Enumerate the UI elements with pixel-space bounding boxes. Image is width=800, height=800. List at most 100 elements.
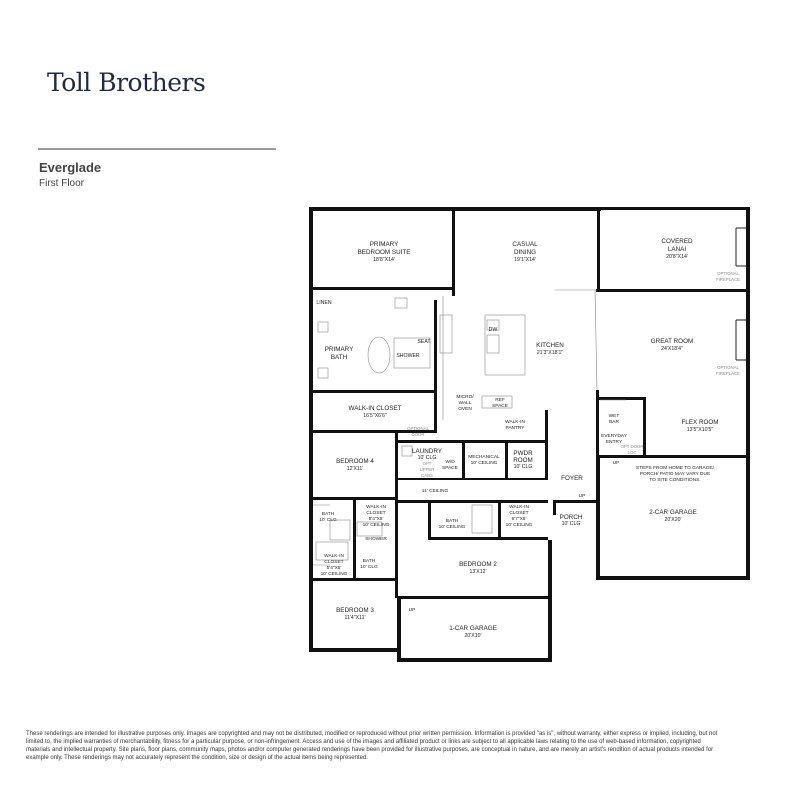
bedroom4-dims: 12'X11'	[347, 466, 364, 472]
flex-room-dims: 13'5"X10'5"	[687, 427, 714, 433]
exterior-walls	[309, 207, 750, 662]
mechanical-ceiling: 10' CEILING	[471, 460, 498, 466]
shower-b-label: SHOWER	[365, 536, 387, 542]
bath-b-ceiling: 10' CLG	[360, 564, 378, 570]
bedroom3-label: BEDROOM 3	[336, 607, 374, 614]
bedroom3-dims: 11'4"X11'	[345, 615, 366, 621]
garage-1car-label: 1-CAR GARAGE	[449, 625, 497, 632]
garage-2car-dims: 20'X20'	[665, 517, 682, 523]
bedroom2-label: BEDROOM 2	[459, 561, 497, 568]
laundry-label: LAUNDRY	[412, 448, 443, 455]
powder-ceiling: 10' CLG	[514, 464, 533, 470]
fixtures	[313, 227, 746, 566]
wic-c-ceiling: 10' CEILING	[506, 522, 533, 528]
garage-2car-label: 2-CAR GARAGE	[649, 509, 697, 516]
bath-a-ceiling: 10' CLG	[319, 517, 337, 523]
bath-a-label: BATH	[322, 511, 335, 517]
everyday-entry-2: ENTRY	[606, 439, 623, 445]
room-labels: PRIMARY BEDROOM SUITE 18'8"X14' CASUAL D…	[316, 238, 740, 639]
laundry-ceiling: 10' CLG	[418, 455, 437, 461]
bath-c-label: BATH	[446, 518, 459, 524]
kitchen-label: KITCHEN	[536, 342, 564, 349]
primary-suite-dims: 18'8"X14'	[373, 257, 395, 263]
casual-dining-dims: 19'1"X14'	[514, 257, 536, 263]
porch-ceiling: 10' CLG	[562, 521, 581, 527]
optional-fireplace-1b: FIREPLACE	[716, 277, 740, 282]
optional-door-1: OPTIONAL	[407, 426, 429, 431]
ceiling-11-label: 11' CEILING	[422, 488, 449, 494]
wic-b-label: WALK-IN	[324, 553, 344, 559]
up-label-3: UP	[409, 607, 416, 613]
everyday-entry-1: EVERYDAY	[601, 433, 627, 439]
wic-b-label-2: CLOSET	[324, 559, 343, 565]
foyer-label: FOYER	[561, 475, 583, 482]
ref-space-2: SPACE	[492, 403, 508, 409]
wic-a-label-2: CLOSET	[366, 510, 385, 516]
dw-label: DW	[489, 327, 498, 333]
walk-in-closet-dims: 16'5"X6'6"	[363, 413, 387, 419]
covered-lanai-dims: 20'8"X14'	[666, 254, 688, 260]
bath-c-ceiling: 10' CEILING	[439, 524, 466, 530]
walk-in-pantry-2: PANTRY	[505, 425, 525, 431]
toll-brothers-logo: Toll Brothers	[47, 68, 206, 97]
primary-suite-label-2: BEDROOM SUITE	[358, 249, 411, 256]
covered-lanai-label-2: LANAI	[668, 246, 686, 253]
great-room-dims: 24'X18'4"	[661, 346, 683, 352]
up-label-1: UP	[613, 460, 620, 466]
primary-suite-label: PRIMARY	[370, 241, 399, 248]
garage-note-3: TO SITE CONDITIONS.	[649, 477, 700, 483]
powder-label-2: ROOM	[513, 457, 533, 464]
primary-bath-label-2: BATH	[331, 354, 348, 361]
wic-b-dims: 5'4"X5'	[327, 565, 342, 571]
great-room-label: GREAT ROOM	[651, 338, 693, 345]
optional-door-2: DOOR	[412, 432, 425, 437]
porch-label: PORCH	[560, 514, 583, 521]
linen-label: LINEN	[316, 300, 332, 306]
kitchen-dims: 21'3"X18'1"	[537, 350, 564, 356]
garage-note-1: STEPS FROM HOME TO GARAGE/	[636, 465, 715, 471]
up-label-2: UP	[579, 493, 586, 499]
seat-label: SEAT	[417, 339, 431, 345]
wic-c-dims: 6'7"X5'	[512, 516, 527, 522]
plan-name: Everglade	[39, 160, 102, 175]
wd-space-1: W/D	[445, 459, 455, 465]
garage-note-2: PORCH/ PATIO MAY VARY DUE	[640, 471, 710, 477]
wic-c-label-2: CLOSET	[509, 510, 528, 516]
optional-fireplace-2b: FIREPLACE	[716, 371, 740, 376]
upper-cabs-2: UPPER	[420, 467, 435, 472]
walk-in-pantry-1: WALK-IN	[505, 419, 525, 425]
wet-bar-1: WET	[609, 413, 620, 419]
micro-wall-oven-3: OVEN	[458, 406, 472, 412]
shower-label: SHOWER	[396, 353, 420, 359]
wet-bar-2: BAR	[609, 419, 619, 425]
plan-floor: First Floor	[39, 178, 84, 189]
bath-b-label: BATH	[363, 558, 376, 564]
micro-wall-oven-1: MICRO/	[456, 394, 474, 400]
casual-dining-label-2: DINING	[514, 249, 536, 256]
wic-a-label: WALK-IN	[366, 504, 386, 510]
mechanical-label: MECHANICAL	[468, 454, 500, 460]
optional-fireplace-2: OPTIONAL	[717, 365, 739, 370]
powder-label: PWDR	[513, 450, 533, 457]
wic-b-ceiling: 10' CEILING	[321, 571, 348, 577]
wic-a-ceiling: 10' CEILING	[363, 522, 390, 528]
optional-fireplace-1: OPTIONAL	[717, 271, 739, 276]
opt-door-loc-2: LOC	[628, 450, 637, 455]
wd-space-2: SPACE	[442, 465, 458, 471]
flex-room-label: FLEX ROOM	[681, 419, 718, 426]
upper-cabs-1: OPT	[423, 461, 432, 466]
casual-dining-label: CASUAL	[512, 241, 538, 248]
bedroom4-label: BEDROOM 4	[336, 458, 374, 465]
micro-wall-oven-2: WALL	[459, 400, 472, 406]
primary-bath-label: PRIMARY	[325, 346, 354, 353]
header-divider	[38, 148, 276, 150]
interior-walls	[313, 211, 646, 599]
upper-cabs-3: CABS	[421, 473, 433, 478]
ref-space-1: REF	[495, 397, 505, 403]
wic-c-label: WALK-IN	[509, 504, 529, 510]
garage-1car-dims: 20'X10'	[465, 633, 482, 639]
wic-a-dims: 5'4"X5'	[369, 516, 384, 522]
opt-door-loc-1: OPT DOOR	[621, 444, 644, 449]
walk-in-closet-label: WALK-IN CLOSET	[349, 405, 402, 412]
